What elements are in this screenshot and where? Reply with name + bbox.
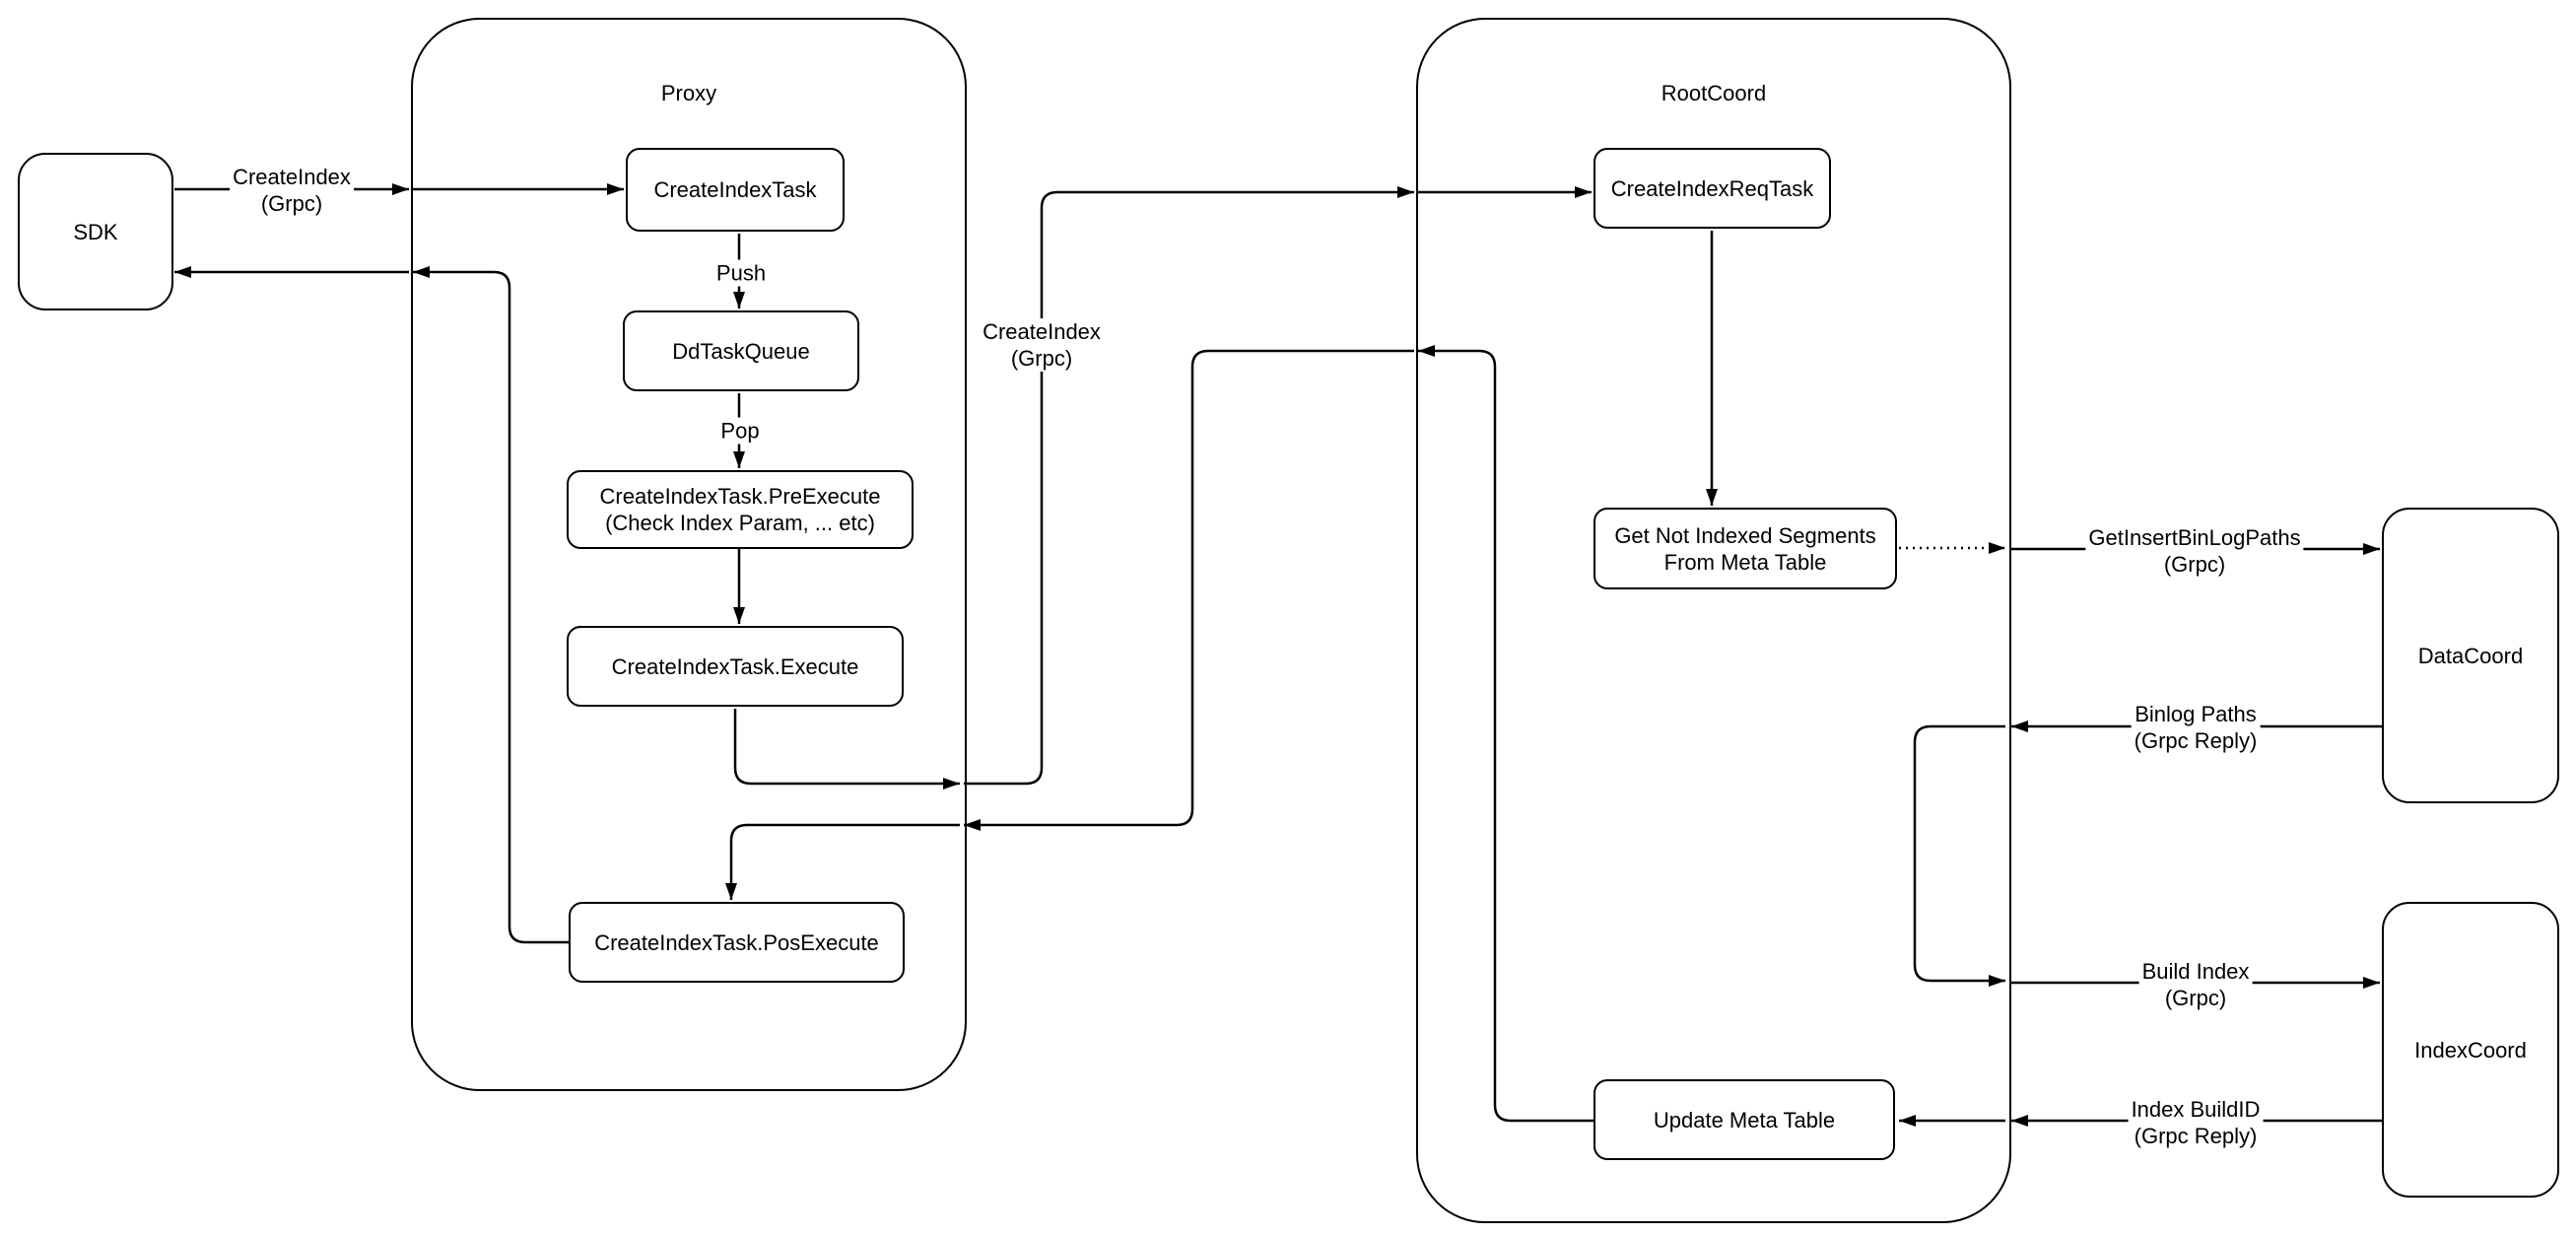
indexcoord-node: IndexCoord: [2382, 902, 2559, 1198]
proxy-title: Proxy: [660, 81, 717, 105]
edge-rootcoord-boundary-to-proxy-boundary: [964, 349, 1414, 831]
edge-label-sdk-create-index: CreateIndex (Grpc): [230, 164, 354, 217]
pre-execute-node: CreateIndexTask.PreExecute (Check Index …: [567, 470, 914, 549]
edge-label-push-text: Push: [715, 260, 767, 286]
dd-task-queue-label: DdTaskQueue: [672, 338, 810, 364]
rootcoord-container: RootCoord: [1416, 18, 2011, 1223]
create-index-req-task-node: CreateIndexReqTask: [1593, 148, 1831, 229]
execute-node: CreateIndexTask.Execute: [567, 626, 904, 707]
edge-label-binlog-paths-line1: Binlog Paths: [2135, 702, 2257, 726]
sdk-label: SDK: [73, 219, 118, 244]
create-index-req-task-label: CreateIndexReqTask: [1610, 175, 1814, 201]
dd-task-queue-node: DdTaskQueue: [623, 310, 859, 391]
rootcoord-title: RootCoord: [1661, 81, 1767, 105]
edge-label-binlog-paths-line2: (Grpc Reply): [2134, 728, 2258, 753]
edge-label-index-buildid-line1: Index BuildID: [2131, 1097, 2261, 1122]
pre-execute-label-line2: (Check Index Param, ... etc): [605, 511, 875, 535]
pos-execute-node: CreateIndexTask.PosExecute: [569, 902, 905, 983]
datacoord-node: DataCoord: [2382, 508, 2559, 803]
create-index-task-label: CreateIndexTask: [653, 177, 817, 202]
get-not-indexed-segments-line1: Get Not Indexed Segments: [1614, 522, 1876, 548]
update-meta-table-label: Update Meta Table: [1653, 1107, 1836, 1133]
sdk-node: SDK: [18, 153, 173, 310]
get-not-indexed-segments-line2: From Meta Table: [1663, 549, 1827, 575]
edge-label-proxy-create-index-line2: (Grpc): [1010, 346, 1073, 371]
datacoord-label: DataCoord: [2417, 643, 2524, 668]
pos-execute-label: CreateIndexTask.PosExecute: [594, 929, 879, 955]
update-meta-table-node: Update Meta Table: [1593, 1079, 1895, 1160]
indexcoord-label: IndexCoord: [2414, 1037, 2527, 1063]
edge-label-get-insert-binlog-paths: GetInsertBinLogPaths (Grpc): [2085, 524, 2304, 578]
edge-label-push: Push: [712, 259, 770, 287]
edge-label-index-buildid: Index BuildID (Grpc Reply): [2128, 1096, 2264, 1149]
edge-label-index-buildid-line2: (Grpc Reply): [2134, 1124, 2258, 1148]
edge-label-sdk-create-index-line2: (Grpc): [260, 191, 323, 216]
edge-label-proxy-create-index: CreateIndex (Grpc): [980, 318, 1104, 372]
edge-label-proxy-create-index-line1: CreateIndex: [983, 319, 1101, 344]
execute-label: CreateIndexTask.Execute: [611, 653, 859, 679]
pre-execute-label-line1: CreateIndexTask.PreExecute: [599, 484, 881, 509]
edge-label-pop-text: Pop: [720, 418, 760, 444]
edge-label-build-index-line2: (Grpc): [2164, 986, 2227, 1010]
edge-proxy-boundary-to-rootcoord-boundary: [964, 186, 1414, 786]
edge-label-get-insert-binlog-paths-line1: GetInsertBinLogPaths: [2088, 525, 2301, 550]
edge-label-sdk-create-index-line1: CreateIndex: [233, 165, 351, 189]
get-not-indexed-segments-node: Get Not Indexed Segments From Meta Table: [1593, 508, 1897, 589]
edge-label-pop: Pop: [717, 417, 763, 445]
edge-label-binlog-paths: Binlog Paths (Grpc Reply): [2131, 701, 2261, 754]
create-index-task-node: CreateIndexTask: [626, 148, 845, 232]
edge-label-build-index-line1: Build Index: [2141, 959, 2250, 984]
edge-label-get-insert-binlog-paths-line2: (Grpc): [2163, 552, 2226, 577]
edge-label-build-index: Build Index (Grpc): [2138, 958, 2253, 1011]
